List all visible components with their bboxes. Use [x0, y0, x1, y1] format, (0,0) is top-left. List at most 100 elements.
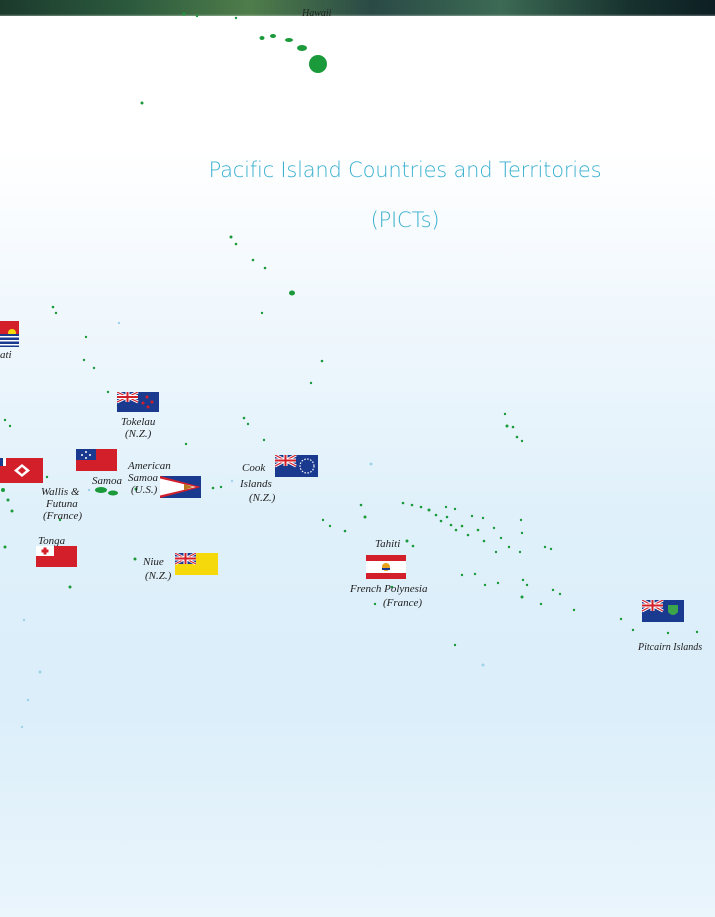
island-dot [520, 595, 524, 599]
island-dot [507, 545, 511, 549]
island-dot [195, 14, 199, 18]
flag-kiribati [0, 321, 19, 347]
label-wallis-2: Futuna [46, 498, 78, 510]
island-dot [373, 602, 377, 606]
island-dot [359, 503, 363, 507]
island-dot [343, 529, 347, 533]
island-dot [505, 424, 509, 428]
island-dot [631, 628, 635, 632]
island-dot [551, 588, 555, 592]
flag-american-samoa [160, 476, 201, 498]
island-dot [492, 526, 496, 530]
island-dot [6, 498, 10, 502]
island-dot [499, 536, 503, 540]
island-dot [106, 390, 110, 394]
island-samoa [95, 487, 107, 493]
flag-samoa [76, 449, 117, 471]
island-dot [496, 581, 500, 585]
island-dot [45, 475, 49, 479]
island-dot [453, 507, 457, 511]
label-tokelau: Tokelau [121, 416, 156, 428]
island-oahu [270, 34, 276, 38]
island-dot [309, 381, 313, 385]
island-dot [92, 366, 96, 370]
label-cook-1: Cook [242, 462, 266, 474]
island-dot [439, 519, 443, 523]
island-samoa [108, 490, 118, 496]
label-french-polynesia: French Polynesia [350, 583, 428, 595]
island-dot [211, 486, 215, 490]
label-cook-2: Islands [240, 478, 272, 490]
label-american-samoa-status: (U.S.) [131, 484, 158, 496]
flag-niue [175, 553, 218, 575]
island-dot [234, 242, 238, 246]
island-dot [503, 412, 507, 416]
island-dot [1, 488, 5, 492]
island-dot [10, 509, 14, 513]
island-dot [453, 643, 457, 647]
island-dot [511, 425, 515, 429]
island-kiritimati [289, 290, 295, 296]
island-dot [182, 12, 186, 16]
island-dot [525, 583, 529, 587]
island-dot [320, 359, 324, 363]
top-strip-fade [0, 14, 715, 20]
island-dot [184, 442, 188, 446]
island-dot [483, 583, 487, 587]
island-dot [242, 416, 246, 420]
island-dot [558, 592, 562, 596]
island-dot [68, 585, 72, 589]
island-hawaii-big [309, 55, 327, 73]
flag-cook-islands [275, 455, 318, 477]
label-pitcairn: Pitcairn Islands [638, 642, 703, 653]
island-dot [419, 505, 423, 509]
island-dot [445, 515, 449, 519]
reef-dot [87, 488, 91, 492]
island-dot [84, 335, 88, 339]
island-dot [234, 16, 238, 20]
reef-dot [22, 618, 26, 622]
reef-dot [117, 321, 121, 325]
island-dot [473, 572, 477, 576]
island-dot [518, 550, 522, 554]
island-dot [695, 630, 699, 634]
island-dot [476, 528, 480, 532]
island-dot [54, 311, 58, 315]
island-dot [51, 305, 55, 309]
reef-dot [26, 698, 30, 702]
label-niue: Niue [143, 556, 164, 568]
island-dot [82, 358, 86, 362]
island-dot [454, 528, 458, 532]
island-dot [481, 516, 485, 520]
label-tahiti: Tahiti [375, 538, 401, 550]
island-dot [219, 485, 223, 489]
island-dot [444, 505, 448, 509]
island-dot [58, 518, 62, 522]
label-american-samoa-2: Samoa [128, 472, 158, 484]
reef-dot [230, 479, 234, 483]
label-hawaii: Hawaii [302, 8, 332, 19]
island-dot [515, 435, 519, 439]
island-dot [262, 438, 266, 442]
island-johnston [140, 101, 144, 105]
island-dot [363, 515, 367, 519]
label-samoa: Samoa [92, 475, 122, 487]
reef-dot [369, 462, 373, 466]
island-dot [133, 557, 137, 561]
island-dot [520, 439, 524, 443]
map-subtitle: (PICTs) [370, 208, 440, 232]
flag-tokelau [117, 392, 159, 412]
reef-dot [20, 725, 24, 729]
island-dot [482, 539, 486, 543]
label-wallis-status: (France) [43, 510, 83, 522]
island-dot [434, 513, 438, 517]
flag-pitcairn [642, 600, 684, 622]
flag-tonga [36, 546, 77, 567]
label-niue-status: (N.Z.) [145, 570, 172, 582]
island-dot [246, 422, 250, 426]
island-dot [3, 545, 7, 549]
island-dot [390, 585, 394, 589]
island-kauai [259, 36, 265, 40]
